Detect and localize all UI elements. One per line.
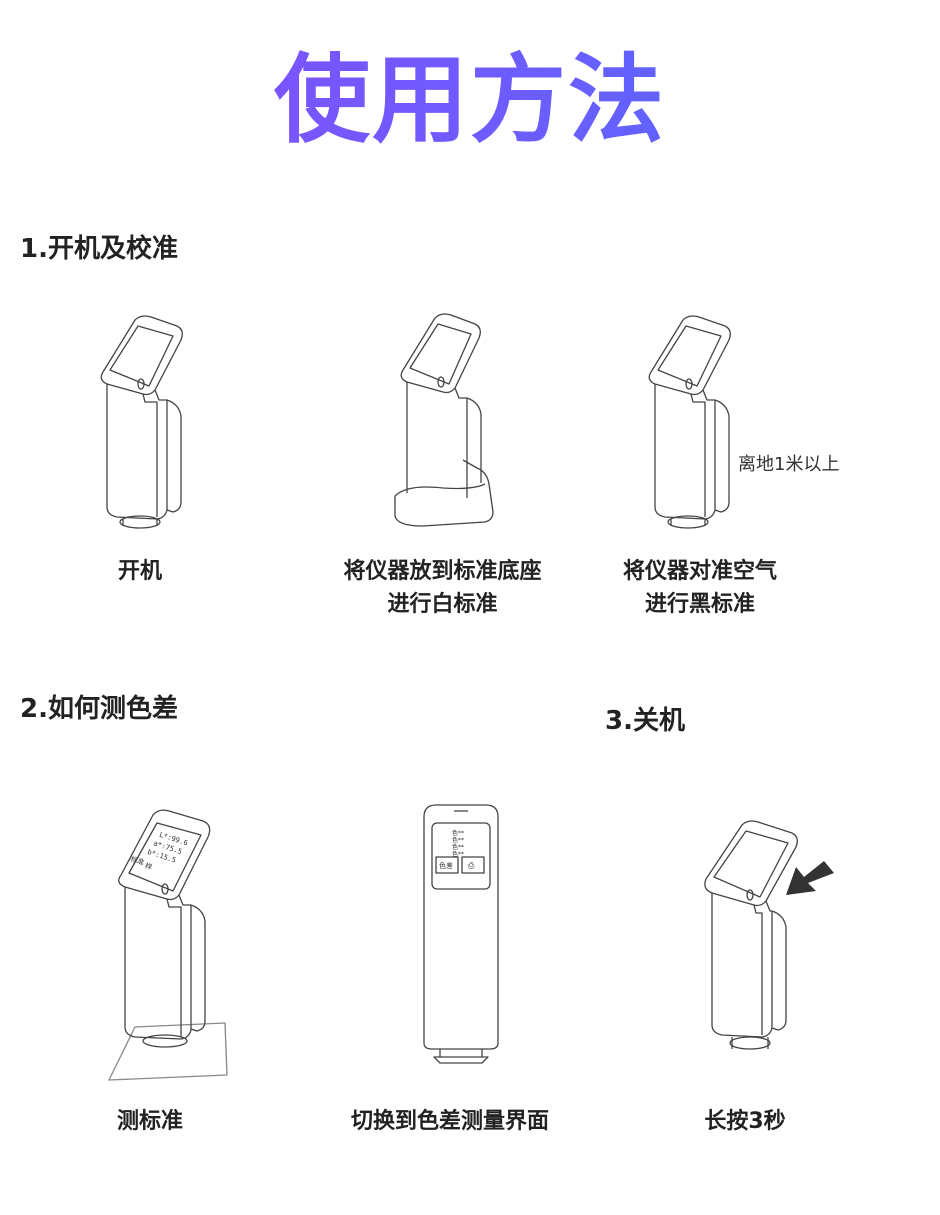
device-front-menu-icon: 色** 色** 色** 色** 色差 ⎙ <box>420 803 502 1065</box>
device-power-off-icon <box>700 815 834 1067</box>
caption-line: 进行白标准 <box>387 592 498 617</box>
menu-item: 色** <box>452 850 464 858</box>
caption-line: 将仪器放到标准底座 <box>343 559 542 584</box>
colorimeter-device-icon <box>95 312 190 532</box>
caption-line: 进行黑标准 <box>644 592 755 617</box>
menu-item: 色** <box>452 836 464 844</box>
menu-item: 色** <box>452 829 464 837</box>
menu-item: 色** <box>452 843 464 851</box>
height-note: 离地1米以上 <box>738 454 840 475</box>
menu-color-diff-button: 色差 <box>439 861 453 870</box>
caption-white-calibration: 将仪器放到标准底座 进行白标准 <box>300 555 585 621</box>
section-heading-measure-color-diff: 2.如何测色差 <box>20 694 178 724</box>
page-title: 使用方法 <box>0 40 940 160</box>
section-heading-power-off: 3.关机 <box>605 706 685 736</box>
caption-switch-interface: 切换到色差测量界面 <box>350 1109 549 1134</box>
caption-line: 将仪器对准空气 <box>622 559 777 584</box>
screen-sample-button: 样 <box>144 861 153 872</box>
device-on-base-icon <box>393 308 498 530</box>
arrow-icon <box>786 861 834 895</box>
caption-measure-standard: 测标准 <box>116 1109 183 1134</box>
section-heading-power-calibrate: 1.开机及校准 <box>20 234 178 264</box>
caption-power-on: 开机 <box>117 559 162 584</box>
screen-standard-button: 标准 <box>129 854 145 867</box>
device-measuring-icon: L*:99.6 a*:75.5 b*:15.5 标准 样 <box>105 805 230 1080</box>
caption-black-calibration: 将仪器对准空气 进行黑标准 <box>570 555 830 621</box>
menu-print-button: ⎙ <box>468 861 475 870</box>
caption-long-press: 长按3秒 <box>704 1109 786 1134</box>
colorimeter-device-icon <box>643 312 738 532</box>
